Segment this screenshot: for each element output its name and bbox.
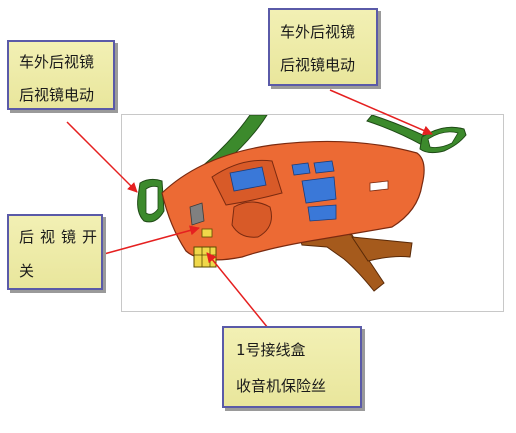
mirror-switch-panel — [189, 202, 205, 226]
glovebox-handle — [369, 180, 389, 192]
callout-left-mirror-line2: 后视镜电动 — [19, 86, 95, 104]
callout-left-mirror-line1: 车外后视镜 — [19, 53, 95, 71]
cluster-display — [229, 166, 267, 192]
callout-mirror-switch: 后视镜开 关 — [7, 214, 103, 290]
callout-fuse-line2: 收音机保险丝 — [236, 377, 327, 395]
center-vent-right — [313, 160, 335, 174]
center-vent-left — [291, 162, 311, 176]
callout-right-mirror-line2: 后视镜电动 — [280, 56, 356, 74]
right-a-pillar — [366, 115, 428, 146]
callout-mirror-switch-line2: 关 — [19, 262, 41, 280]
mirror-switch — [201, 228, 213, 238]
radio-panel — [301, 176, 337, 204]
steering-column — [231, 201, 272, 238]
callout-mirror-switch-line1: 后视镜开 — [19, 228, 104, 246]
dashboard-drawing — [137, 115, 467, 292]
right-mirror-glass — [427, 131, 459, 148]
left-mirror-glass — [145, 185, 159, 215]
callout-right-mirror: 车外后视镜 后视镜电动 — [268, 8, 378, 86]
climate-panel — [307, 204, 337, 222]
callout-fuse-line1: 1号接线盒 — [236, 341, 306, 359]
floor-tunnel — [350, 236, 413, 262]
dashboard-illustration — [121, 114, 504, 312]
callout-left-mirror: 车外后视镜 后视镜电动 — [7, 40, 115, 110]
callout-fuse: 1号接线盒 收音机保险丝 — [222, 326, 362, 408]
callout-right-mirror-line1: 车外后视镜 — [280, 23, 356, 41]
junction-block — [193, 246, 217, 268]
